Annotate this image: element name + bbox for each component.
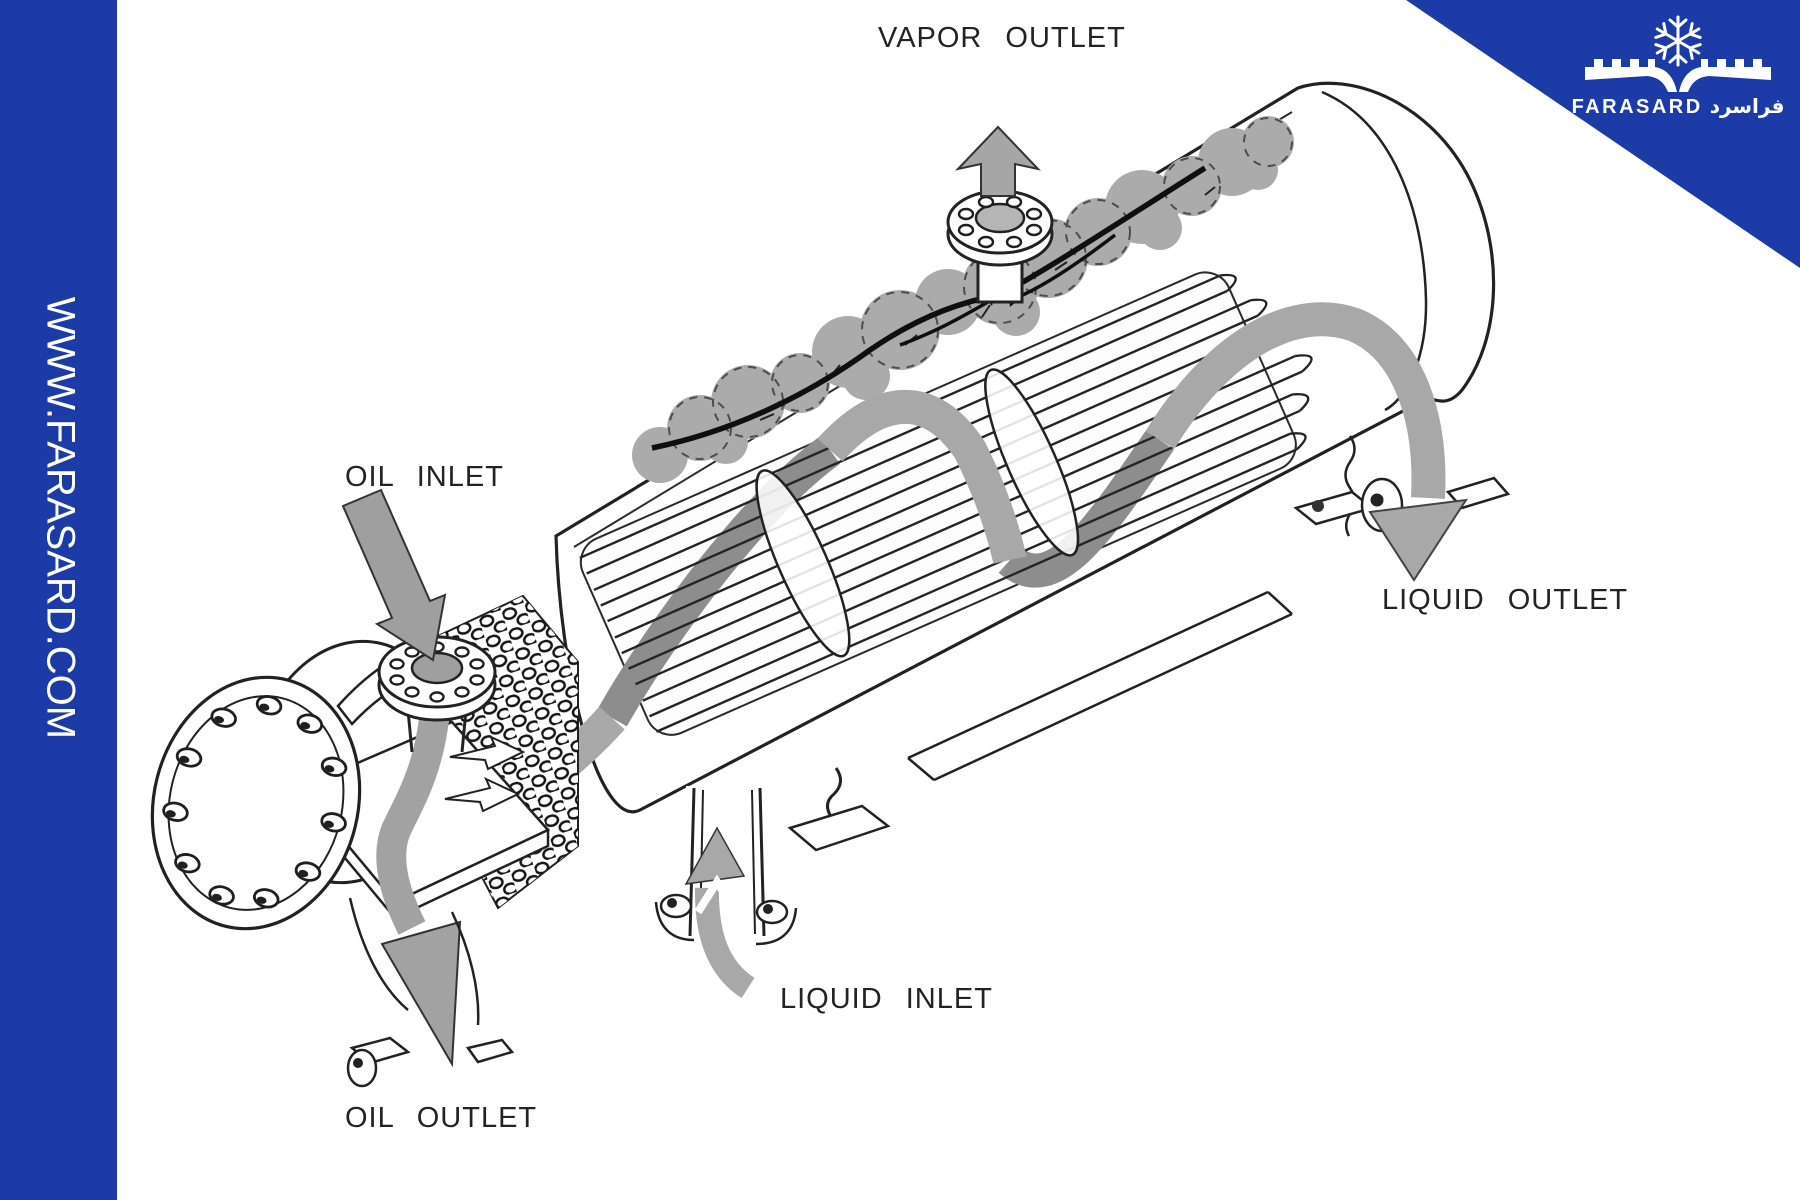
- front-flange: [150, 675, 362, 931]
- liquid-inlet-arrow: [684, 826, 755, 999]
- vapor-outlet-label: VAPOR OUTLET: [878, 22, 1126, 54]
- oil-outlet-arrow: [380, 920, 462, 1068]
- website-url-vertical: WWW.FARASARD.COM: [38, 296, 83, 740]
- brand-logo: FARASARD فراسرد: [1572, 14, 1784, 124]
- snowflake-icon: [1651, 15, 1705, 67]
- flange-bolts: [162, 695, 348, 909]
- vapor-flange-bolts: [957, 195, 1043, 249]
- sidebar-brand-bar: WWW.FARASARD.COM: [0, 0, 117, 1200]
- logo-wordmark-farsi: فراسرد: [1709, 94, 1785, 118]
- vapor-outlet-arrow: [955, 125, 1041, 197]
- oil-inlet-label: OIL INLET: [345, 461, 504, 493]
- anchor-squiggle: [1344, 435, 1356, 537]
- support-foot-left: [787, 767, 891, 852]
- channel-head: [150, 594, 579, 1088]
- baffles: [755, 368, 1080, 658]
- oil-inlet-arrow: [341, 488, 447, 662]
- liquid-outlet-arrow: [1368, 498, 1469, 582]
- support-foot-right: [1293, 490, 1375, 526]
- vapor-outlet-nozzle: [946, 125, 1054, 304]
- liquid-inlet-label: LIQUID INLET: [780, 983, 993, 1015]
- channel-feet: [346, 1036, 515, 1088]
- liquid-inlet-nozzle: [654, 786, 798, 999]
- gear-band-icon: [1585, 59, 1771, 92]
- internal-flow-arrows: [444, 734, 526, 813]
- liquid-outlet-label: LIQUID OUTLET: [1382, 584, 1629, 616]
- logo-wordmark: FARASARD: [1571, 96, 1703, 118]
- oil-outlet-flow: [348, 696, 480, 1068]
- support-skid: [907, 590, 1293, 782]
- oil-inlet-nozzle: [341, 488, 497, 753]
- tube-bundle: [579, 273, 1313, 733]
- oil-outlet-label: OIL OUTLET: [345, 1102, 538, 1134]
